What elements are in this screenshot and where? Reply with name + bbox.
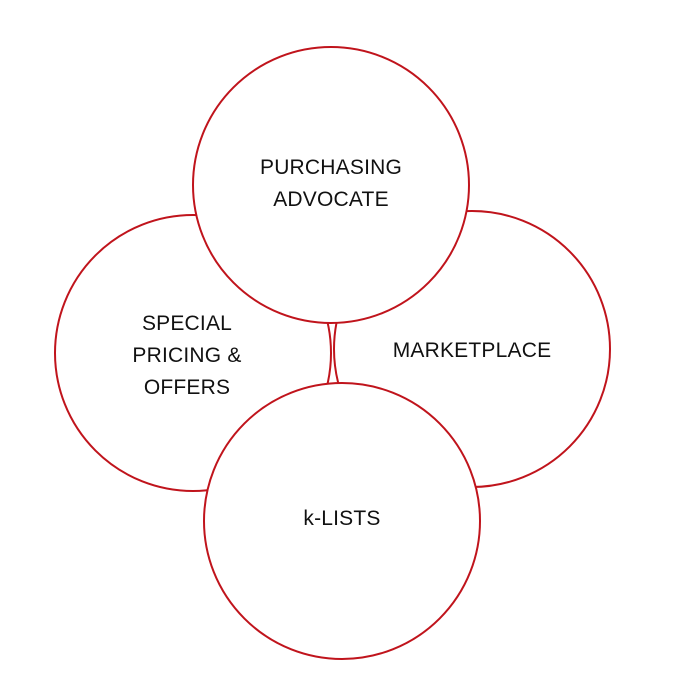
circle-label-purchasing-advocate: PURCHASING ADVOCATE (259, 156, 403, 211)
circle-label-marketplace: MARKETPLACE (392, 339, 552, 362)
circle-label-k-lists: k-LISTS (303, 507, 381, 530)
circle-label-special-pricing-offers: SPECIAL PRICING & OFFERS (132, 312, 242, 399)
circle-k-lists: k-LISTS (203, 382, 481, 660)
circle-purchasing-advocate: PURCHASING ADVOCATE (192, 46, 470, 324)
